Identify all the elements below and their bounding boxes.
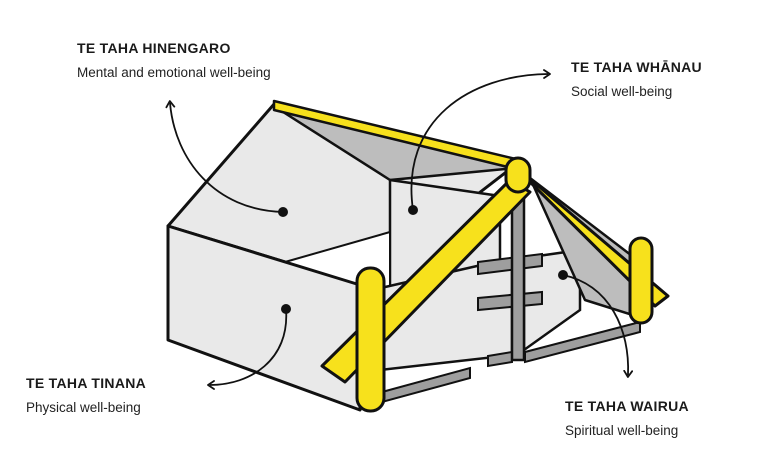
dot-wairua xyxy=(558,270,568,280)
dot-tinana xyxy=(281,304,291,314)
label-tinana-subtitle: Physical well-being xyxy=(26,400,141,415)
centre-post xyxy=(510,188,526,362)
label-whanau-title: TE TAHA WHĀNAU xyxy=(571,59,702,75)
dot-whanau xyxy=(408,205,418,215)
post-front-left xyxy=(355,266,386,413)
post-front-right xyxy=(628,236,654,325)
arrow-whanau xyxy=(410,69,551,211)
koruru-top xyxy=(504,156,532,194)
label-whanau: TE TAHA WHĀNAU Social well-being xyxy=(571,59,702,99)
label-wairua-subtitle: Spiritual well-being xyxy=(565,423,679,438)
label-hinengaro-subtitle: Mental and emotional well-being xyxy=(77,65,271,80)
floor-trim-left xyxy=(381,366,471,404)
label-hinengaro-title: TE TAHA HINENGARO xyxy=(77,40,231,56)
door-step xyxy=(487,350,513,368)
arrow-hinengaro xyxy=(165,100,284,213)
label-tinana-title: TE TAHA TINANA xyxy=(26,375,147,391)
arrow-wairua xyxy=(562,274,634,378)
label-hinengaro: TE TAHA HINENGARO Mental and emotional w… xyxy=(77,40,271,80)
dot-hinengaro xyxy=(278,207,288,217)
label-wairua-title: TE TAHA WAIRUA xyxy=(565,398,689,414)
label-whanau-subtitle: Social well-being xyxy=(571,84,673,99)
label-wairua: TE TAHA WAIRUA Spiritual well-being xyxy=(565,398,689,438)
label-tinana: TE TAHA TINANA Physical well-being xyxy=(26,375,146,415)
arrow-tinana xyxy=(207,308,288,390)
side-wall-left xyxy=(166,224,362,412)
